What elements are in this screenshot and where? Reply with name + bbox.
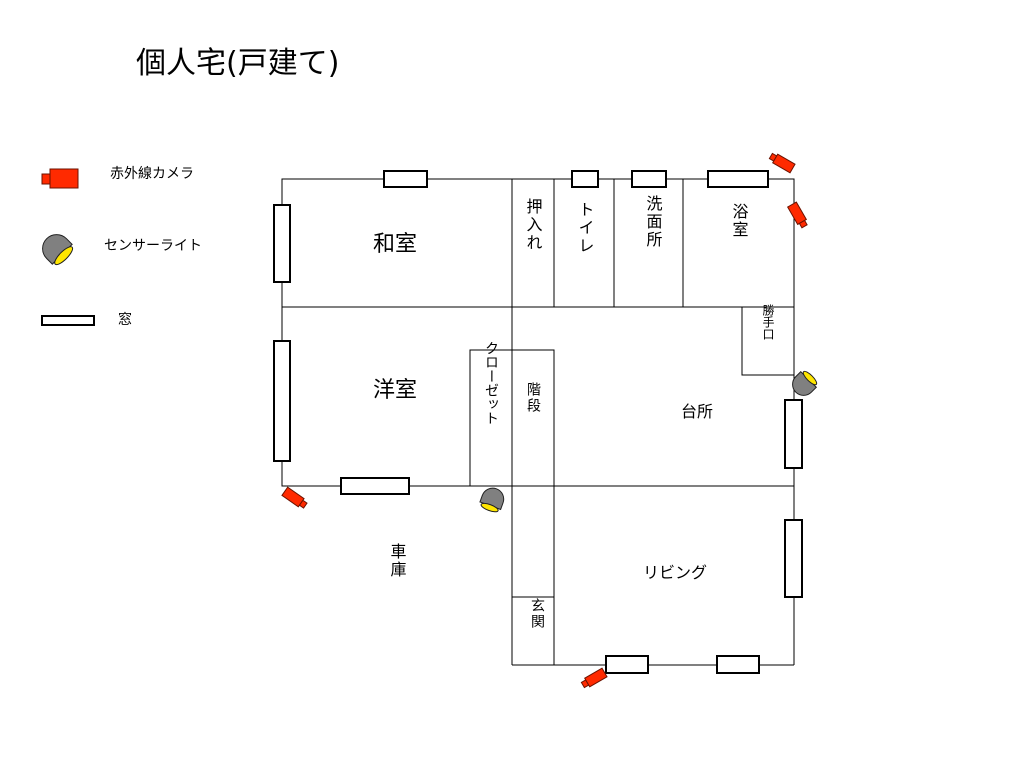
page-title: 個人宅(戸建て) bbox=[136, 46, 340, 81]
window bbox=[605, 655, 649, 674]
room-label-shako: 車庫 bbox=[388, 543, 407, 579]
infrared-camera-icon bbox=[768, 152, 796, 174]
window bbox=[784, 519, 803, 598]
infrared-camera-icon bbox=[580, 667, 608, 689]
window bbox=[784, 399, 803, 469]
window bbox=[340, 477, 410, 495]
room-label-closet: クローゼット bbox=[483, 341, 499, 425]
room-labels: 和室 洋室 台所 リビング 押入れ トイレ 洗面所 浴室 勝手口 クローゼット … bbox=[373, 195, 775, 630]
room-label-kaidan: 階段 bbox=[525, 382, 541, 414]
window bbox=[383, 170, 428, 188]
legend-camera-label: 赤外線カメラ bbox=[110, 166, 194, 182]
infrared-camera-icon bbox=[281, 486, 308, 509]
window bbox=[707, 170, 769, 188]
window bbox=[631, 170, 667, 188]
infrared-camera-icon bbox=[41, 168, 79, 189]
room-label-living: リビング bbox=[643, 563, 707, 582]
window bbox=[273, 204, 291, 283]
room-label-yokushitsu: 浴室 bbox=[730, 203, 749, 239]
infrared-camera-icon bbox=[786, 201, 808, 229]
legend-window-label: 窓 bbox=[118, 311, 132, 328]
window bbox=[716, 655, 760, 674]
room-label-katteguchi: 勝手口 bbox=[761, 303, 775, 340]
legend: 赤外線カメラ センサーライト 窓 bbox=[41, 166, 202, 328]
room-label-toilet: トイレ bbox=[576, 201, 595, 255]
sensor-lights bbox=[479, 370, 818, 513]
window bbox=[273, 340, 291, 462]
sensor-light-icon bbox=[479, 487, 505, 513]
sensor-light-icon bbox=[792, 370, 818, 396]
room-label-oshiire: 押入れ bbox=[524, 198, 543, 252]
room-label-genkan: 玄関 bbox=[529, 597, 545, 630]
room-label-daidokoro: 台所 bbox=[681, 402, 713, 421]
room-label-washitsu: 和室 bbox=[373, 232, 417, 257]
sensor-light-icon bbox=[42, 234, 74, 266]
legend-sensor-label: センサーライト bbox=[104, 238, 202, 254]
window-icon bbox=[41, 315, 95, 326]
room-label-yoshitsu: 洋室 bbox=[373, 378, 417, 403]
infrared-cameras bbox=[281, 152, 808, 689]
window bbox=[571, 170, 599, 188]
room-label-senmenjo: 洗面所 bbox=[644, 195, 663, 249]
windows bbox=[273, 170, 803, 674]
